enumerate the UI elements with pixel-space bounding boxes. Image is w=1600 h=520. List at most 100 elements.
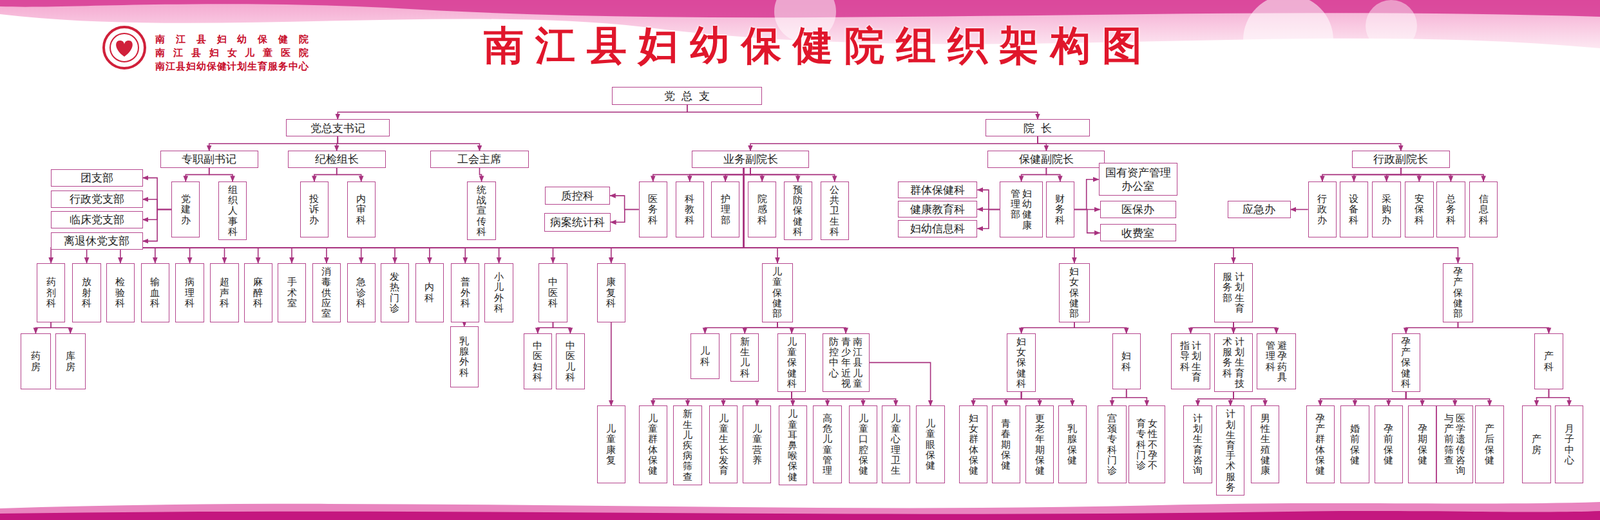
org-box: 妇幼信息科 xyxy=(897,220,978,238)
org-box: 康复科 xyxy=(597,263,626,323)
node-text: 儿童保健部 xyxy=(772,266,782,319)
connector xyxy=(185,168,209,182)
connector xyxy=(1388,392,1407,407)
connector xyxy=(1355,392,1407,407)
node-text: 行政党支部 xyxy=(69,192,125,206)
node-text: 工会主席 xyxy=(457,152,502,166)
connector xyxy=(190,168,744,264)
connector xyxy=(1406,322,1459,335)
org-box: 妇女保健部 xyxy=(1058,263,1090,323)
connector xyxy=(479,168,482,182)
node-text: 纪检组长 xyxy=(314,152,359,166)
node-text: 孕产保健科 xyxy=(1400,336,1411,390)
connector xyxy=(314,168,337,182)
org-box: 普外科 xyxy=(450,263,480,323)
connector xyxy=(1233,392,1266,407)
node-text: 儿童营养 xyxy=(752,423,762,466)
org-box: 信息科 xyxy=(1469,181,1498,238)
node-text: 更老年期保健 xyxy=(1034,413,1045,477)
org-box: 儿童耳鼻喉保健 xyxy=(778,405,808,486)
connector xyxy=(1074,179,1099,210)
connector xyxy=(1400,168,1484,182)
connector xyxy=(1021,322,1075,335)
node-text: 医学遗传咨询与产前筛查 xyxy=(1444,413,1467,477)
node-text: 计划生育服务部 xyxy=(1222,271,1245,314)
org-box: 输血科 xyxy=(141,263,170,323)
node-text: 儿科 xyxy=(700,345,710,367)
bottom-band xyxy=(0,502,1600,520)
logo-heart xyxy=(115,40,133,57)
node-text: 检验科 xyxy=(115,276,125,309)
org-box: 内审科 xyxy=(347,181,376,238)
org-box: 计划生育咨询 xyxy=(1183,405,1212,484)
org-box: 中医科 xyxy=(538,263,567,323)
node-text: 产房 xyxy=(1531,434,1542,455)
connector xyxy=(756,392,792,407)
connector xyxy=(687,392,793,407)
org-box: 儿童眼保健 xyxy=(915,405,945,484)
connector xyxy=(610,209,639,223)
org-box: 避孕药具管理科 xyxy=(1256,333,1296,390)
node-text: 病案统计科 xyxy=(550,215,605,229)
connector xyxy=(1021,168,1047,182)
org-box: 党建办 xyxy=(171,181,200,238)
node-text: 青春期保健 xyxy=(1000,418,1011,471)
connector xyxy=(1074,209,1101,234)
node-text: 计划生育咨询 xyxy=(1192,413,1203,477)
connector xyxy=(209,168,233,182)
org-box: 保健副院长 xyxy=(987,150,1105,168)
node-text: 孕产保健部 xyxy=(1453,266,1463,319)
logo-ring xyxy=(103,27,145,69)
connector xyxy=(142,177,172,210)
node-text: 孕产群体保健 xyxy=(1315,413,1325,477)
node-text: 儿童保健科 xyxy=(787,336,797,390)
connector xyxy=(653,168,751,182)
org-box: 医保办 xyxy=(1100,200,1177,219)
connector xyxy=(50,322,71,335)
org-box: 乳腺外科 xyxy=(450,326,479,388)
node-text: 妇幼健康管理部 xyxy=(1010,188,1033,231)
bubble xyxy=(1365,0,1418,52)
node-text: 安保科 xyxy=(1414,193,1425,226)
connector xyxy=(142,209,172,242)
org-box: 消毒供应室 xyxy=(312,263,341,323)
org-box: 妇女群体保健 xyxy=(959,405,988,484)
connector xyxy=(1112,389,1127,406)
node-text: 行政办 xyxy=(1317,193,1327,226)
connector xyxy=(361,168,744,264)
connector xyxy=(609,195,639,210)
connector xyxy=(744,322,778,335)
node-text: 手术室 xyxy=(286,276,297,309)
org-box: 急诊科 xyxy=(347,263,376,323)
connector xyxy=(1046,168,1060,182)
connector xyxy=(336,168,362,182)
node-text: 业务副院长 xyxy=(723,152,779,166)
node-text: 预防保健科 xyxy=(792,184,803,238)
node-text: 产科 xyxy=(1543,351,1554,372)
org-box: 孕产保健科 xyxy=(1391,333,1421,393)
connector xyxy=(35,322,51,335)
connector xyxy=(337,136,480,151)
org-box: 院长 xyxy=(985,119,1090,137)
node-text: 儿童耳鼻喉保健 xyxy=(787,409,798,482)
org-box: 采购办 xyxy=(1371,181,1401,238)
node-text: 应急办 xyxy=(1242,202,1276,216)
org-box: 药房 xyxy=(20,333,52,390)
org-box: 收费室 xyxy=(1100,224,1177,242)
org-box: 团支部 xyxy=(50,169,143,187)
connector xyxy=(1386,168,1401,182)
node-text: 乳腺外科 xyxy=(459,336,469,379)
connector xyxy=(1406,392,1490,407)
org-box: 检验科 xyxy=(106,263,135,323)
node-text: 公共卫生科 xyxy=(829,184,840,238)
node-text: 收费室 xyxy=(1121,226,1155,240)
connector xyxy=(869,362,931,406)
connector xyxy=(689,168,751,182)
connector xyxy=(750,136,1038,151)
org-box: 院感科 xyxy=(747,181,777,238)
connector xyxy=(1290,209,1309,211)
org-box: 临床党支部 xyxy=(50,211,143,229)
node-text: 临床党支部 xyxy=(69,213,125,227)
